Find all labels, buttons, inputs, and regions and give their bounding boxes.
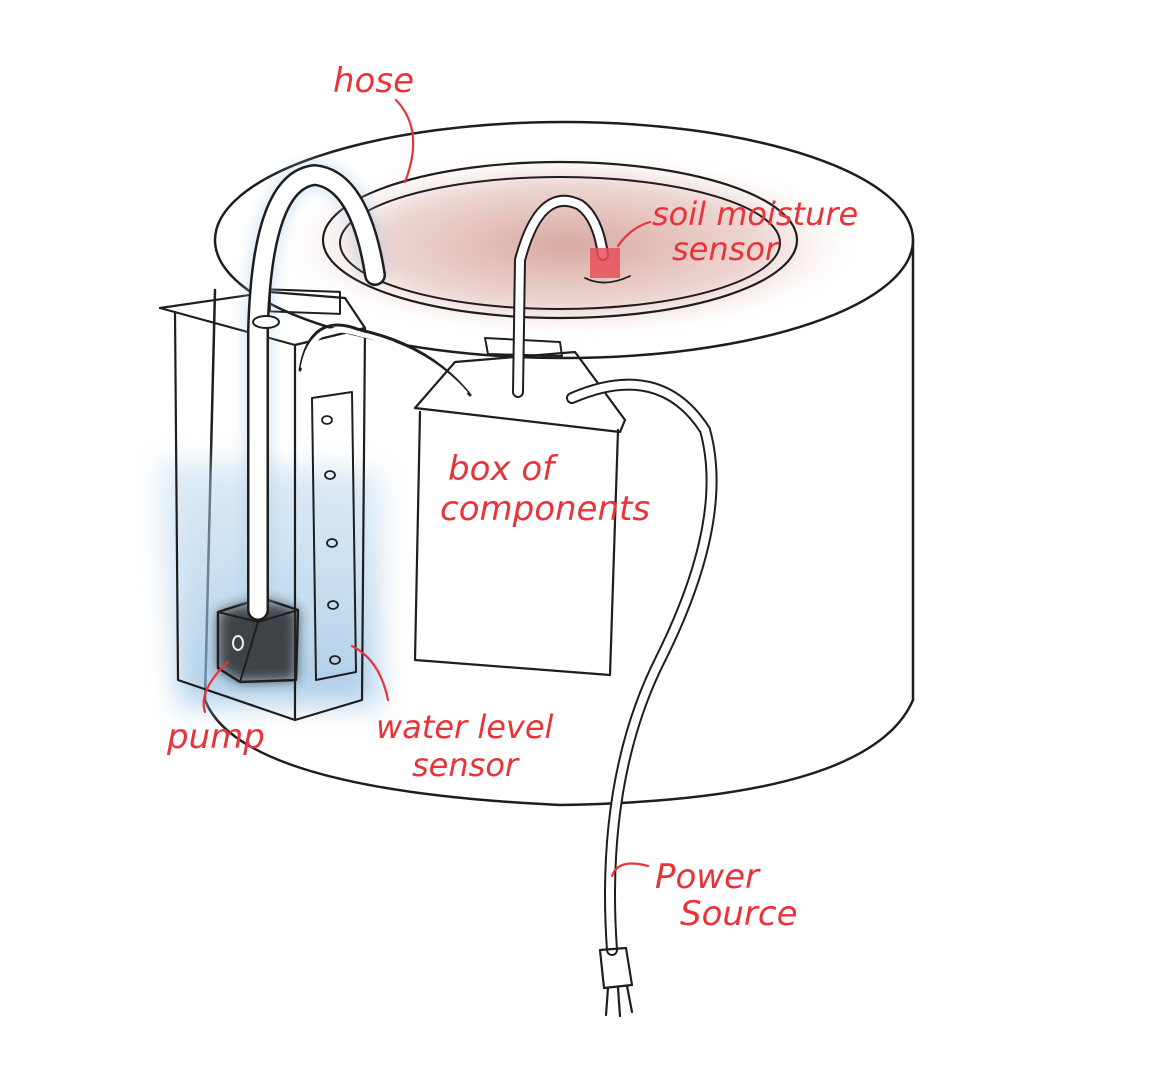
power-cord [566, 378, 718, 1018]
plug-icon [598, 946, 634, 990]
sensor-dot-4 [327, 600, 339, 610]
label-power-line1: Power [655, 857, 761, 897]
water-sensor-leader-line [350, 644, 390, 702]
sensor-dot-5 [329, 655, 341, 665]
label-water-level-line2: sensor [412, 746, 520, 784]
label-hose: hose [333, 61, 414, 101]
label-box-line1: box of [448, 449, 559, 489]
label-power-line2: Source [680, 894, 798, 934]
hose [243, 159, 390, 621]
pump-leader-line [202, 660, 230, 714]
sensor-dot-3 [326, 538, 338, 548]
soil-moisture-probe [512, 194, 631, 398]
water-level-sensor [298, 323, 472, 681]
soil-surface [270, 150, 870, 340]
sensor-dot-2 [324, 470, 336, 480]
hose-leader-line [394, 98, 415, 184]
label-soil-moisture-line2: sensor [672, 230, 780, 268]
label-box-line2: components [440, 489, 650, 529]
soil-sensor-block [590, 248, 620, 278]
label-water-level-line1: water level [376, 708, 554, 746]
power-leader-line [610, 862, 650, 878]
sensor-dot-1 [321, 415, 333, 425]
label-pump: pump [166, 717, 265, 757]
soil-sensor-leader-line [616, 220, 652, 248]
label-soil-moisture-line1: soil moisture [652, 195, 858, 233]
